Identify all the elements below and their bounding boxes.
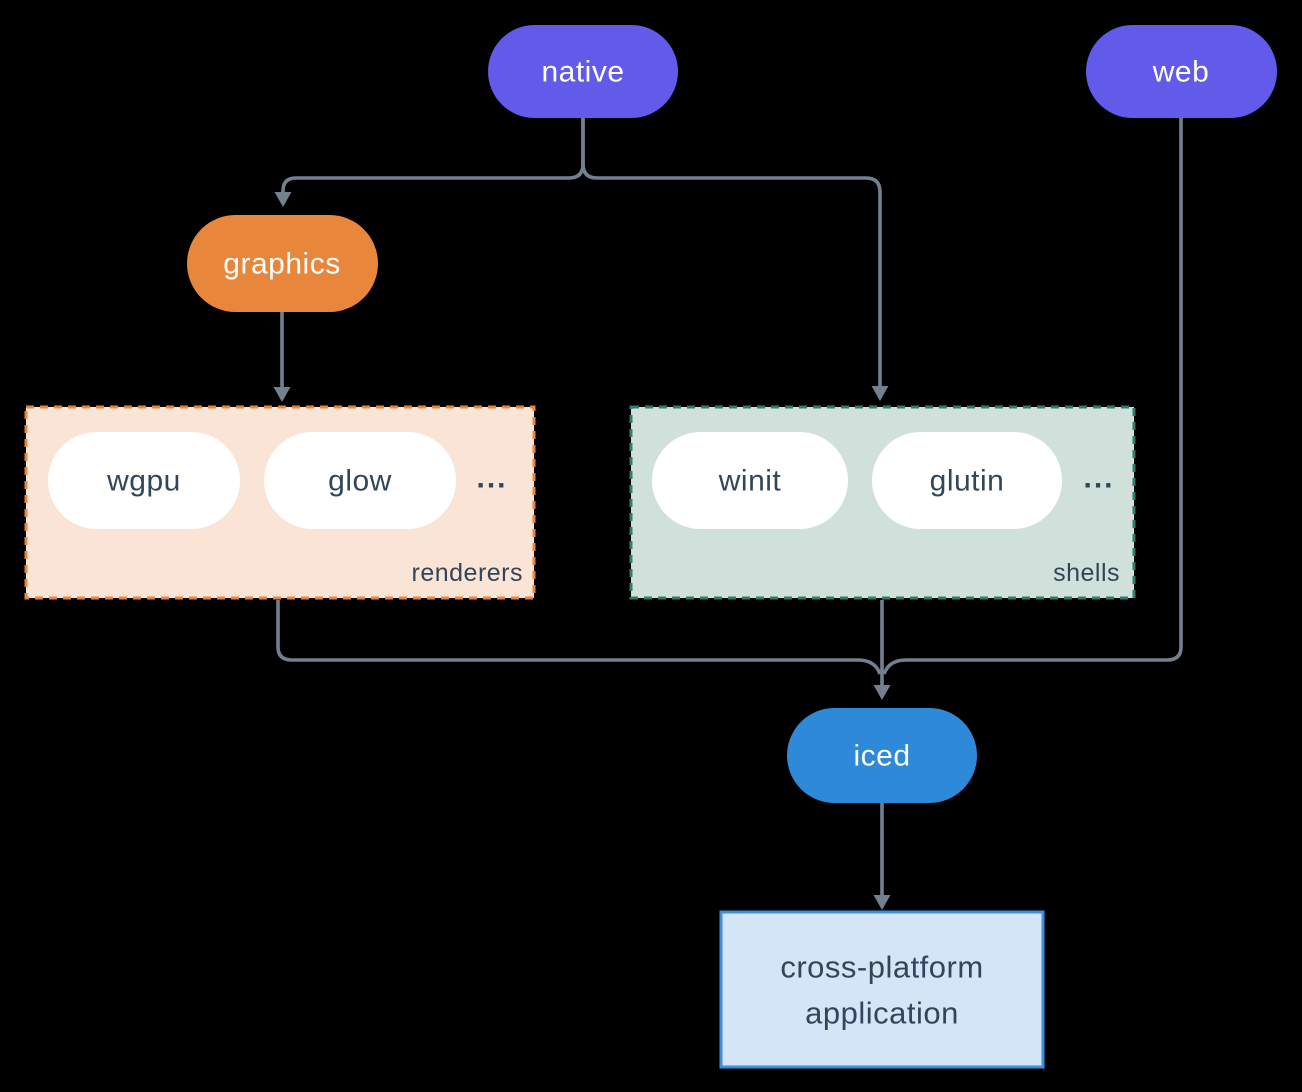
arrowhead-native-shells [871, 386, 889, 401]
node-native: native [488, 25, 678, 118]
node-wgpu: wgpu [48, 432, 240, 529]
graphics-label: graphics [223, 248, 340, 281]
application-label-line2: application [805, 996, 959, 1031]
edge-renderers-iced [276, 600, 882, 675]
native-label: native [541, 56, 624, 89]
edge-native-graphics [281, 118, 585, 196]
node-glow: glow [264, 432, 456, 529]
node-glutin: glutin [872, 432, 1062, 529]
glutin-pill [872, 432, 1062, 529]
group-shells: winit glutin ... shells [629, 405, 1136, 600]
node-web: web [1086, 25, 1277, 118]
arrowhead-native-graphics [274, 192, 292, 207]
arrowhead-shells-iced [873, 685, 891, 700]
edges [273, 118, 1183, 910]
node-iced: iced [787, 708, 977, 803]
shells-zone-label: shells [1053, 559, 1120, 587]
group-renderers: wgpu glow ... renderers [24, 405, 536, 600]
arrowhead-iced-app [873, 895, 891, 910]
winit-label: winit [718, 465, 782, 498]
iced-pill [787, 708, 977, 803]
winit-pill [652, 432, 848, 529]
node-winit: winit [652, 432, 848, 529]
glutin-label: glutin [930, 465, 1005, 498]
web-pill [1086, 25, 1277, 118]
wgpu-pill [48, 432, 240, 529]
edge-native-shells [581, 118, 882, 390]
web-label: web [1152, 56, 1210, 89]
application-label-line1: cross-platform [780, 950, 983, 985]
shells-ellipsis: ... [1083, 462, 1114, 495]
wgpu-label: wgpu [106, 465, 181, 498]
graphics-pill [187, 215, 378, 312]
native-pill [488, 25, 678, 118]
glow-pill [264, 432, 456, 529]
glow-label: glow [328, 465, 392, 498]
arrowhead-graphics-renderers [273, 387, 291, 402]
node-graphics: graphics [187, 215, 378, 312]
node-application: cross-platform application [719, 910, 1045, 1069]
iced-label: iced [853, 740, 910, 773]
application-box [719, 910, 1045, 1069]
edge-web-iced [882, 118, 1183, 675]
renderers-ellipsis: ... [476, 462, 507, 495]
renderers-zone-label: renderers [412, 559, 524, 587]
